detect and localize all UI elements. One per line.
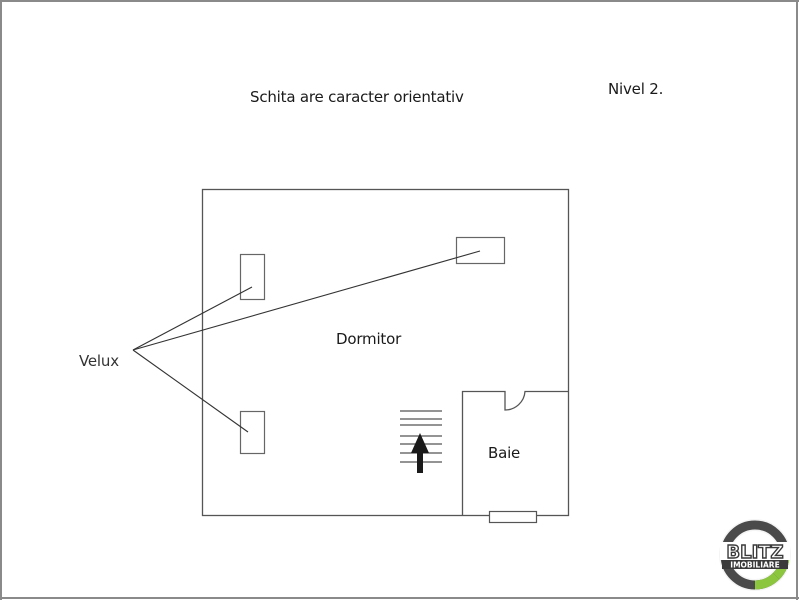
logo-text-blitz: BLITZ <box>726 542 783 563</box>
velux-window-left-bottom <box>239 410 266 455</box>
stairs-up-arrow-icon <box>411 433 429 473</box>
baie-window <box>488 510 538 524</box>
velux-leader-lines <box>132 250 481 433</box>
room-label-dormitor: Dormitor <box>336 330 402 348</box>
blitz-imobiliare-logo: BLITZ IMOBILIARE <box>718 518 792 592</box>
velux-window-left-top <box>239 253 266 301</box>
velux-window-top-right <box>455 236 506 265</box>
dormitor-walls <box>201 188 570 517</box>
floor-level-label: Nivel 2. <box>608 80 664 98</box>
baie-walls <box>461 390 569 516</box>
logo-text-imobiliare: IMOBILIARE <box>730 561 779 570</box>
velux-label: Velux <box>79 352 119 370</box>
sketch-disclaimer: Schita are caracter orientativ <box>250 88 464 106</box>
room-label-baie: Baie <box>488 444 521 462</box>
